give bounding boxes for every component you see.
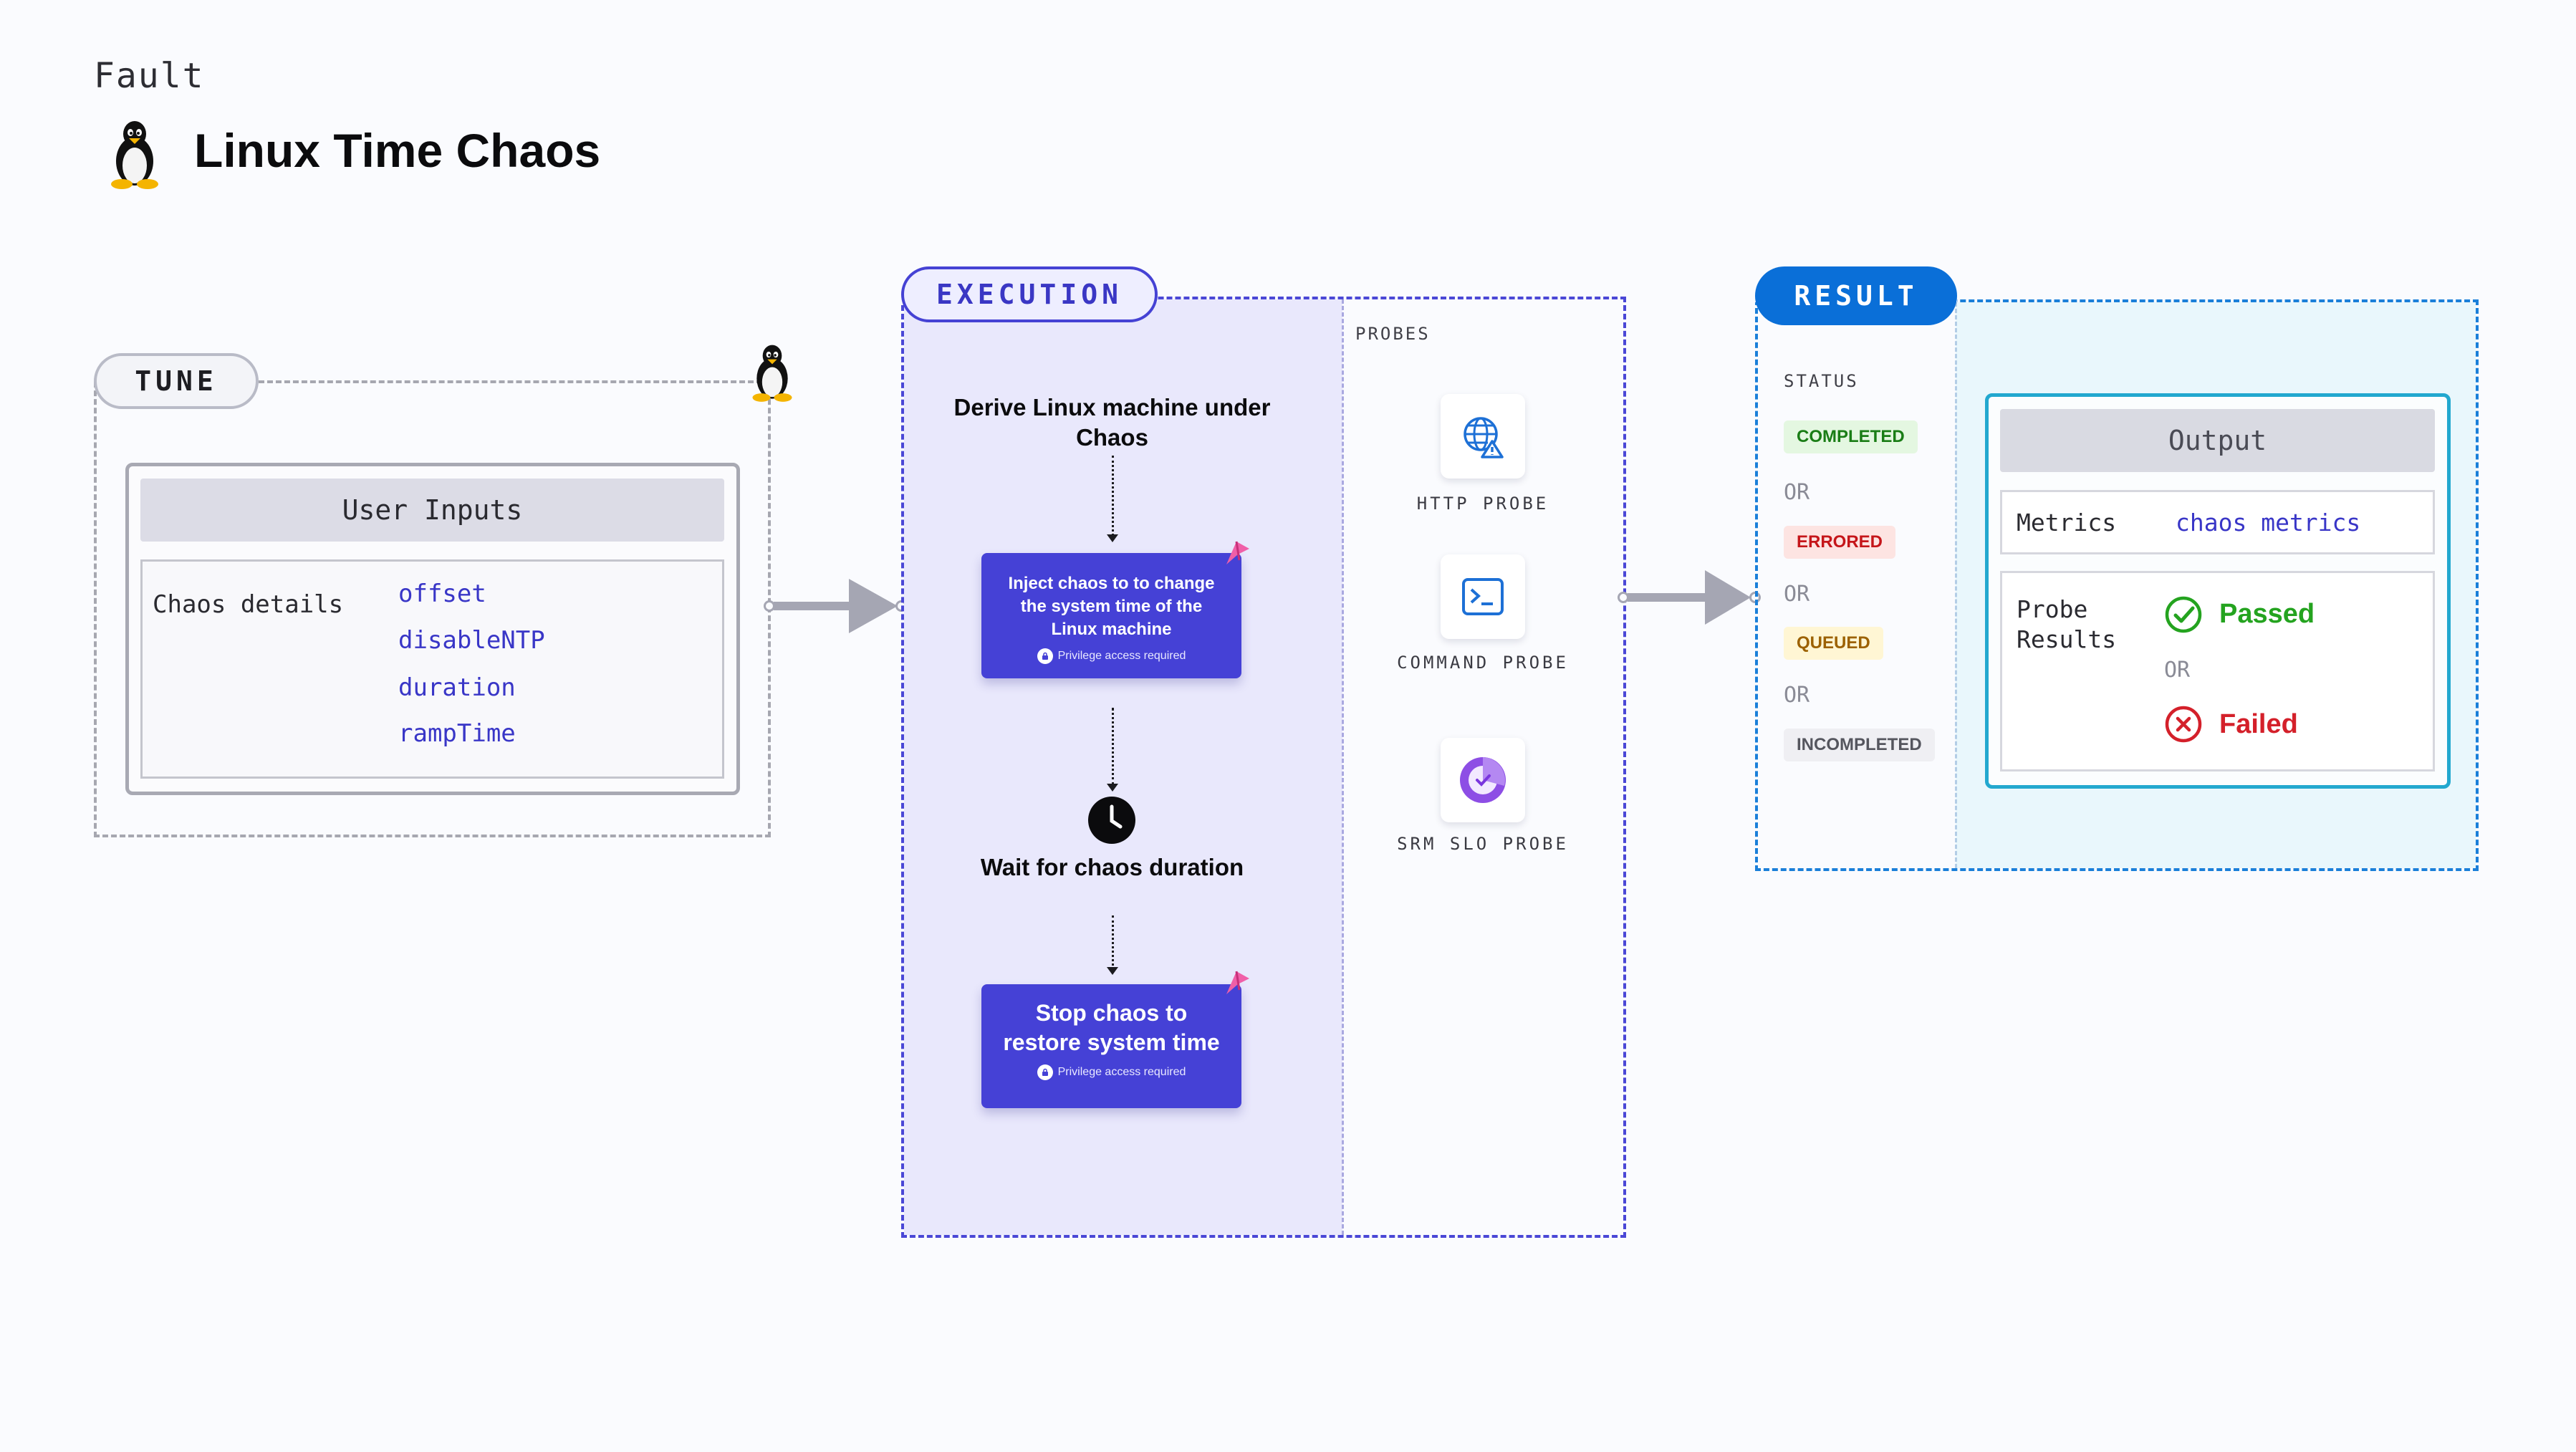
tune-pill: TUNE <box>94 353 259 409</box>
metrics-row <box>2000 490 2435 554</box>
http-probe-tile <box>1441 394 1525 479</box>
tune-to-execution-arrow <box>774 602 852 610</box>
execution-pill: EXECUTION <box>901 266 1158 322</box>
execution-to-result-arrow <box>1628 593 1708 602</box>
result-pill: RESULT <box>1755 266 1957 325</box>
stop-chaos-label: Stop chaos to restore system time <box>1003 1000 1220 1055</box>
input-ramp-time: rampTime <box>398 719 516 748</box>
chaos-flag-icon <box>1226 541 1249 564</box>
privilege-note: Privilege access required <box>981 1064 1241 1080</box>
lock-icon <box>1037 648 1053 664</box>
or-separator: OR <box>1784 683 1810 708</box>
chaos-flag-icon <box>1226 971 1249 994</box>
flow-connector <box>1112 456 1114 536</box>
inject-chaos-card: Inject chaos to to change the system tim… <box>981 553 1241 678</box>
probes-label: PROBES <box>1355 324 1431 344</box>
status-badge-incompleted: INCOMPLETED <box>1784 729 1935 761</box>
privilege-note-text: Privilege access required <box>1057 650 1186 662</box>
stop-chaos-card: Stop chaos to restore system time Privil… <box>981 984 1241 1108</box>
input-disable-ntp: disableNTP <box>398 626 545 655</box>
tune-border-top <box>259 380 771 383</box>
flow-arrow-head <box>1107 784 1118 792</box>
status-label: STATUS <box>1784 371 1859 391</box>
or-separator: OR <box>1784 480 1810 505</box>
terminal-icon <box>1462 578 1504 615</box>
wait-step-label: Wait for chaos duration <box>980 854 1244 880</box>
metrics-value: chaos metrics <box>2176 509 2361 537</box>
x-circle-icon <box>2165 706 2202 743</box>
inject-chaos-label: Inject chaos to to change the system tim… <box>1008 574 1215 639</box>
check-circle-icon <box>2165 596 2202 633</box>
status-badge-queued: QUEUED <box>1784 627 1883 660</box>
derive-step-label: Derive Linux machine under Chaos <box>953 394 1271 451</box>
flow-connector <box>1112 708 1114 785</box>
or-separator: OR <box>2164 658 2191 683</box>
page-title: Linux Time Chaos <box>194 124 601 177</box>
input-duration: duration <box>398 673 516 702</box>
http-probe-label: HTTP PROBE <box>1416 494 1549 514</box>
or-separator: OR <box>1784 582 1810 607</box>
slo-gauge-icon <box>1460 757 1506 803</box>
clock-icon <box>1088 797 1135 844</box>
linux-penguin-icon <box>752 345 792 402</box>
status-badge-completed: COMPLETED <box>1784 420 1918 453</box>
lock-icon <box>1037 1064 1053 1080</box>
flow-arrow-head <box>1107 534 1118 542</box>
execution-section <box>901 297 1626 1238</box>
result-section <box>1755 299 2479 871</box>
input-offset: offset <box>398 580 486 608</box>
passed-label: Passed <box>2219 599 2315 629</box>
srm-slo-probe-tile <box>1441 738 1525 822</box>
probe-results-label: Probe Results <box>2017 595 2117 653</box>
output-header: Output <box>2000 409 2435 472</box>
user-inputs-header: User Inputs <box>140 479 724 542</box>
metrics-label: Metrics <box>2017 509 2117 537</box>
globe-warning-icon <box>1464 417 1504 458</box>
privilege-note: Privilege access required <box>981 648 1241 664</box>
linux-penguin-icon <box>111 121 158 189</box>
command-probe-tile <box>1441 554 1525 639</box>
fault-kicker: Fault <box>94 56 205 96</box>
flow-connector <box>1112 915 1114 970</box>
chaos-details-box <box>140 559 724 779</box>
privilege-note-text: Privilege access required <box>1057 1066 1186 1078</box>
result-divider <box>1955 302 1957 868</box>
arrow-head-icon <box>849 579 898 633</box>
srm-slo-probe-label: SRM SLO PROBE <box>1397 834 1569 854</box>
flow-arrow-head <box>1107 967 1118 975</box>
status-badge-errored: ERRORED <box>1784 526 1896 559</box>
failed-label: Failed <box>2219 709 2298 739</box>
arrow-head-icon <box>1705 570 1751 625</box>
chaos-details-label: Chaos details <box>153 590 344 619</box>
command-probe-label: COMMAND PROBE <box>1397 653 1569 673</box>
probe-results-row <box>2000 571 2435 771</box>
execution-divider <box>1342 299 1344 1235</box>
